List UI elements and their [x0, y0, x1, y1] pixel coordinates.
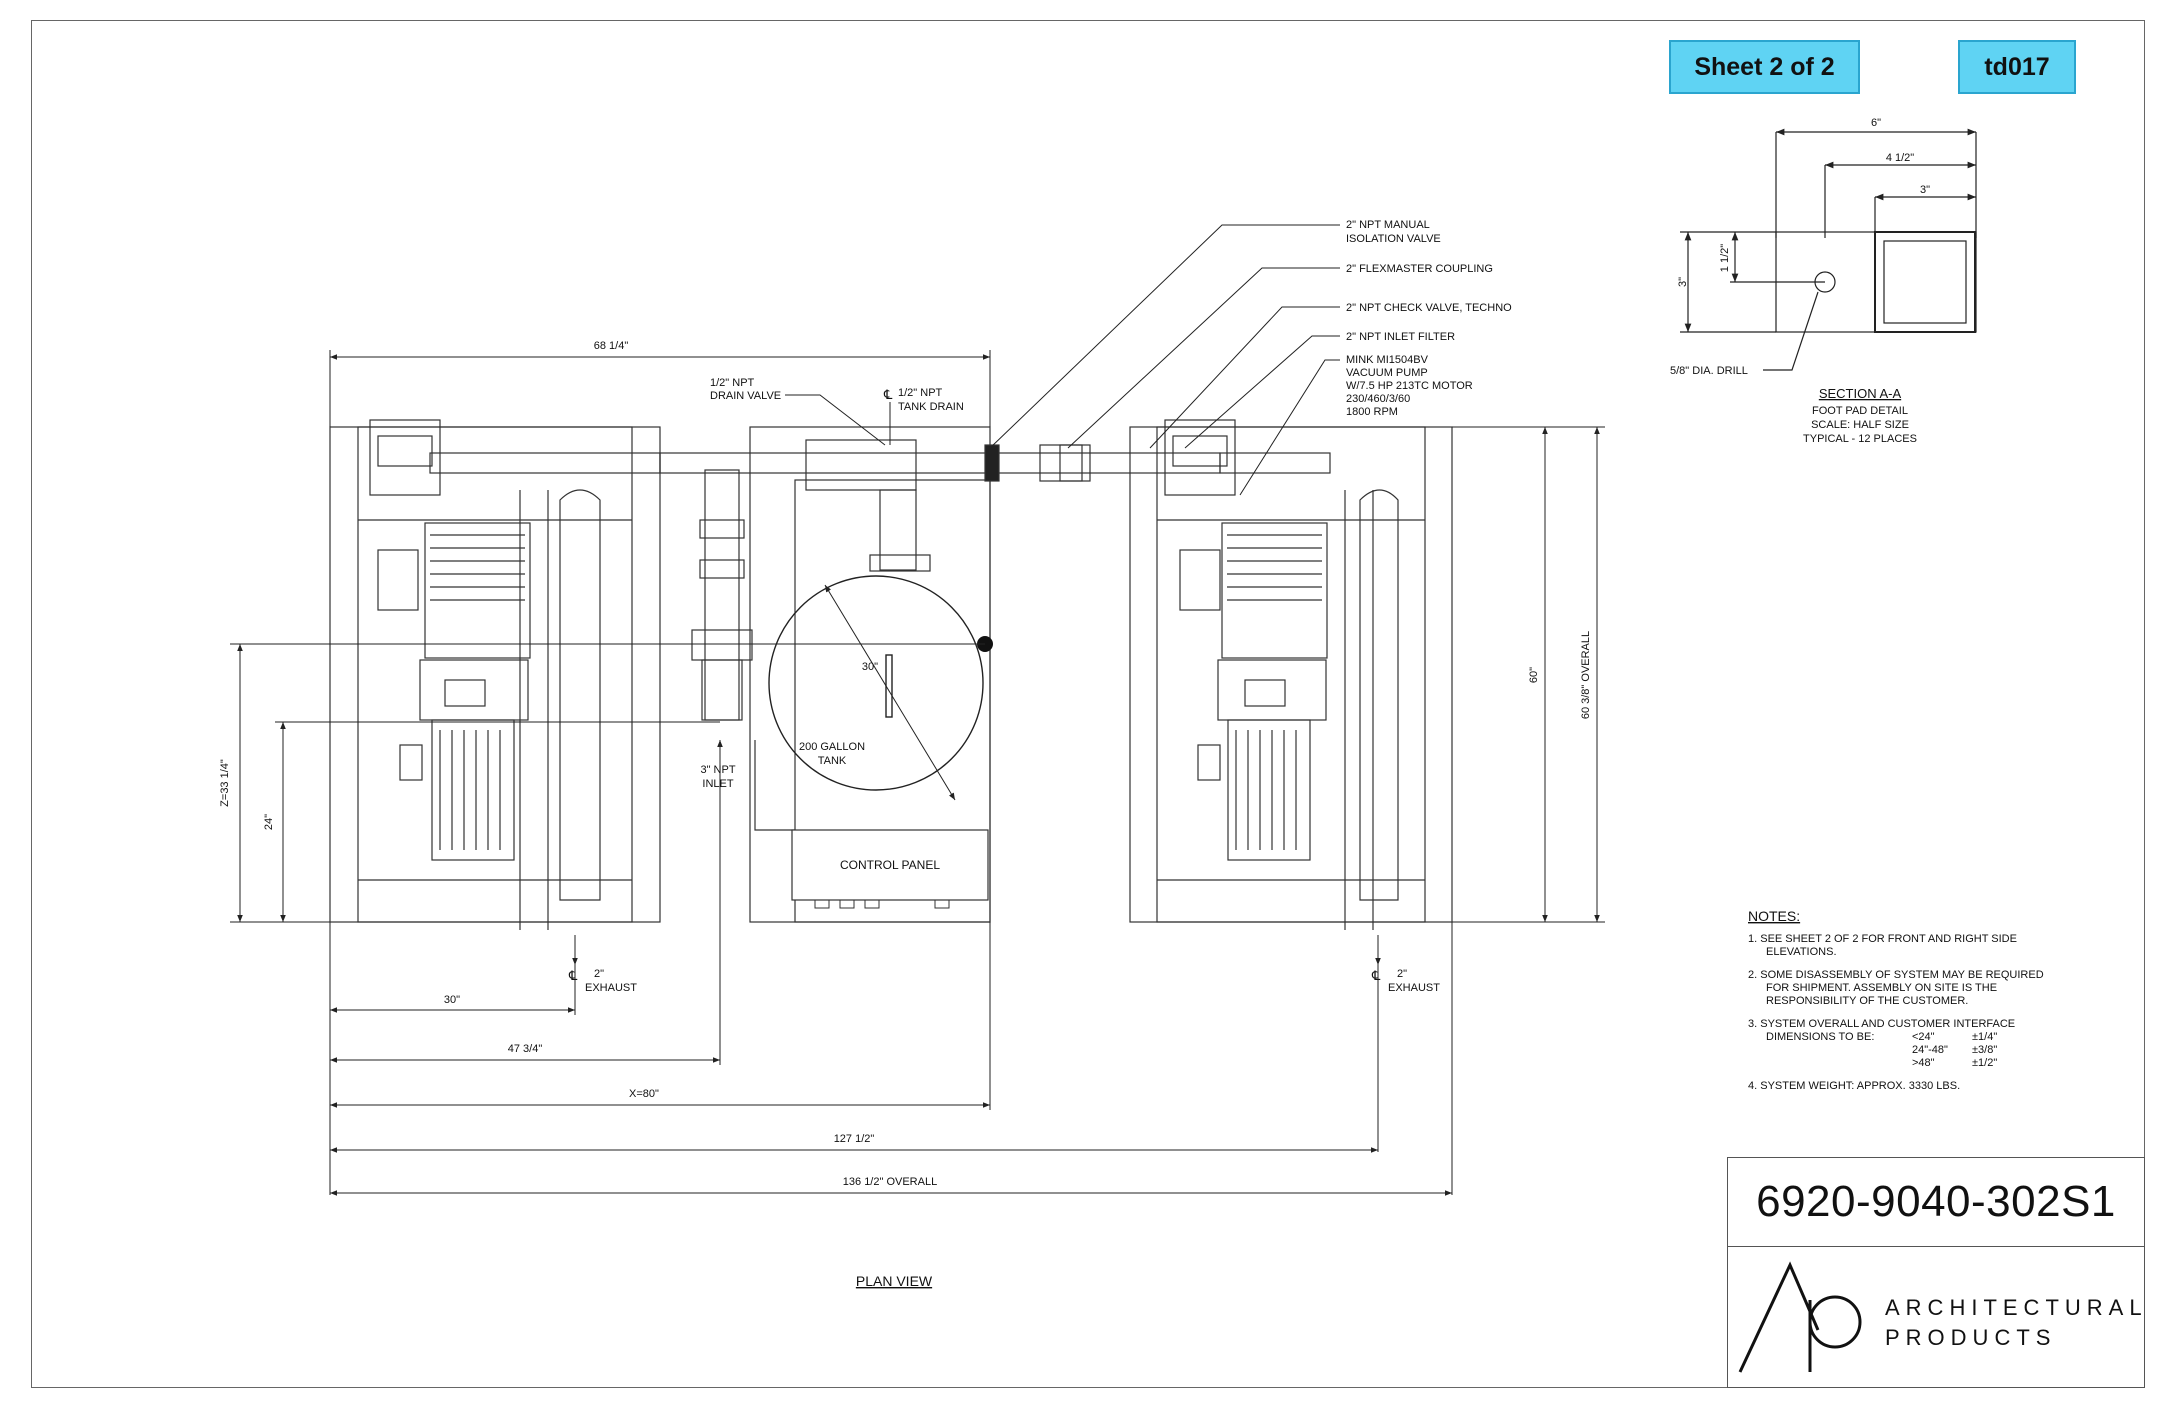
callout-pump-1: MINK MI1504BV	[1346, 354, 1429, 366]
tol-value-2: ±3/8"	[1972, 1044, 1997, 1056]
sheet-badge: Sheet 2 of 2	[1669, 40, 1860, 94]
tank-label-2: TANK	[818, 755, 847, 767]
manifold-piping	[429, 439, 1399, 930]
title-block: 6920-9040-302S1	[1727, 1157, 2145, 1388]
dim-top-width: 68 1/4"	[594, 340, 629, 352]
tol-range-1: <24"	[1912, 1031, 1935, 1043]
dim-24: 24"	[263, 814, 275, 830]
foot-pad-detail	[1680, 128, 1977, 371]
callout-coupling: 2" FLEXMASTER COUPLING	[1346, 263, 1493, 275]
section-line-3: TYPICAL - 12 PLACES	[1803, 433, 1917, 445]
callout-manual-valve-1: 2" NPT MANUAL	[1346, 219, 1430, 231]
tank-drain-cl: ℄	[883, 387, 893, 402]
company-logo-mark	[1738, 1261, 1862, 1373]
callout-drain-valve-1: 1/2" NPT	[710, 377, 755, 389]
tank-label-1: 200 GALLON	[799, 741, 865, 753]
company-name-line-1: ARCHITECTURAL	[1885, 1295, 2148, 1320]
exhaust-right-2: EXHAUST	[1388, 982, 1440, 994]
section-line-1: FOOT PAD DETAIL	[1812, 405, 1908, 417]
dim-60-375-overall: 60 3/8" OVERALL	[1580, 631, 1592, 719]
callout-inlet-2: INLET	[702, 778, 733, 790]
panel-connectors	[814, 899, 950, 909]
callout-pump-3: W/7.5 HP 213TC MOTOR	[1346, 380, 1473, 392]
exhaust-left-1: 2"	[594, 968, 604, 980]
tol-value-3: ±1/2"	[1972, 1057, 1997, 1069]
dim-60: 60"	[1528, 667, 1540, 683]
callout-pump-2: VACUUM PUMP	[1346, 367, 1428, 379]
callout-drain-valve-2: DRAIN VALVE	[710, 390, 781, 402]
dim-3in-vert: 3"	[1677, 277, 1689, 287]
dim-47-75: 47 3/4"	[508, 1043, 543, 1055]
dim-1-5in-vert: 1 1/2"	[1719, 244, 1731, 272]
exhaust-right-1: 2"	[1397, 968, 1407, 980]
dim-30: 30"	[444, 994, 460, 1006]
note-2-b: FOR SHIPMENT. ASSEMBLY ON SITE IS THE	[1766, 982, 1997, 994]
callout-inlet-filter: 2" NPT INLET FILTER	[1346, 331, 1455, 343]
dim-3in: 3"	[1920, 184, 1930, 196]
dim-127-5: 127 1/2"	[834, 1133, 875, 1145]
company-name-line-2: PRODUCTS	[1885, 1325, 2056, 1350]
section-line-2: SCALE: HALF SIZE	[1811, 419, 1909, 431]
note-1-b: ELEVATIONS.	[1766, 946, 1837, 958]
drawing-number: 6920-9040-302S1	[1728, 1158, 2144, 1247]
callout-pump-5: 1800 RPM	[1346, 406, 1398, 418]
exhaust-left-cl: ℄	[568, 968, 578, 983]
note-3-a: 3. SYSTEM OVERALL AND CUSTOMER INTERFACE	[1748, 1018, 2015, 1030]
exhaust-right-cl: ℄	[1371, 968, 1381, 983]
tank	[768, 575, 984, 801]
note-3-b: DIMENSIONS TO BE:	[1766, 1031, 1874, 1043]
dim-4-5in: 4 1/2"	[1886, 152, 1914, 164]
callout-tank-drain-1: 1/2" NPT	[898, 387, 943, 399]
tank-dia: 30"	[862, 661, 878, 673]
doc-code-badge: td017	[1958, 40, 2076, 94]
dim-z33: Z=33 1/4"	[219, 759, 231, 807]
skid-frames	[329, 426, 1453, 923]
callout-inlet-1: 3" NPT	[700, 764, 735, 776]
drill-callout: 5/8" DIA. DRILL	[1670, 365, 1748, 377]
dim-136-5-overall: 136 1/2" OVERALL	[843, 1176, 937, 1188]
tol-value-1: ±1/4"	[1972, 1031, 1997, 1043]
tol-range-2: 24"-48"	[1912, 1044, 1948, 1056]
dim-6in: 6"	[1871, 117, 1881, 129]
control-panel-box	[791, 829, 989, 901]
note-4: 4. SYSTEM WEIGHT: APPROX. 3330 LBS.	[1748, 1080, 1960, 1092]
section-title: SECTION A-A	[1819, 386, 1902, 401]
note-1-a: 1. SEE SHEET 2 OF 2 FOR FRONT AND RIGHT …	[1748, 933, 2017, 945]
note-2-c: RESPONSIBILITY OF THE CUSTOMER.	[1766, 995, 1968, 1007]
notes-title: NOTES:	[1748, 908, 1800, 924]
plan-view-title: PLAN VIEW	[856, 1273, 933, 1289]
dim-x80: X=80"	[629, 1088, 659, 1100]
callout-manual-valve-2: ISOLATION VALVE	[1346, 233, 1441, 245]
right-pump-motor	[1164, 419, 1328, 861]
note-2-a: 2. SOME DISASSEMBLY OF SYSTEM MAY BE REQ…	[1748, 969, 2044, 981]
dimension-lines	[230, 350, 1605, 1196]
callout-tank-drain-2: TANK DRAIN	[898, 401, 964, 413]
control-panel-label: CONTROL PANEL	[840, 858, 940, 872]
callout-check-valve: 2" NPT CHECK VALVE, TECHNO	[1346, 302, 1512, 314]
exhaust-left-2: EXHAUST	[585, 982, 637, 994]
leader-lines	[572, 224, 1381, 965]
tol-range-3: >48"	[1912, 1057, 1935, 1069]
callout-pump-4: 230/460/3/60	[1346, 393, 1410, 405]
left-pump-motor	[369, 419, 531, 861]
drawing-border	[31, 20, 2145, 1388]
